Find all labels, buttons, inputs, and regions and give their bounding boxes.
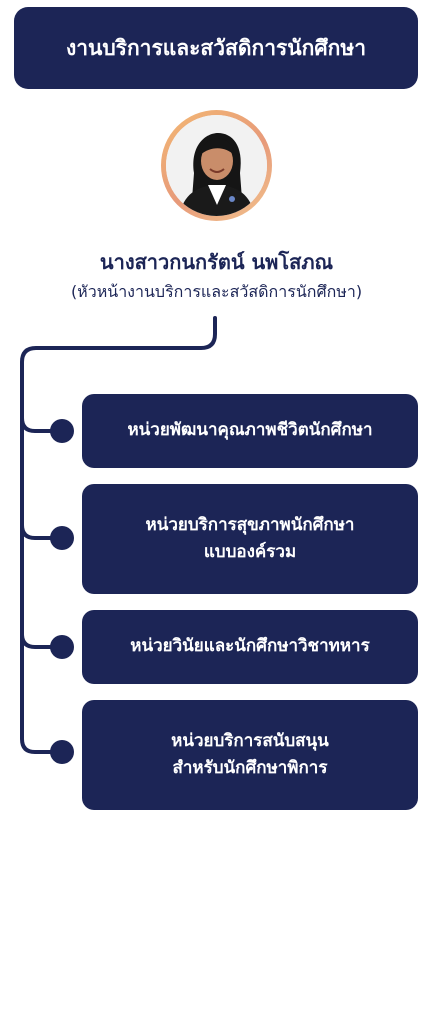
unit-label: หน่วยบริการสนับสนุน bbox=[171, 730, 329, 751]
unit-box-1: หน่วยพัฒนาคุณภาพชีวิตนักศึกษา bbox=[82, 394, 418, 468]
node-dot-1 bbox=[50, 419, 74, 443]
unit-box-3: หน่วยวินัยและนักศึกษาวิชาทหาร bbox=[82, 610, 418, 684]
unit-box-2: หน่วยบริการสุขภาพนักศึกษา แบบองค์รวม bbox=[82, 484, 418, 594]
unit-label-line2: แบบองค์รวม bbox=[203, 542, 297, 562]
unit-label-line2: สำหรับนักศึกษาพิการ bbox=[172, 758, 328, 778]
avatar-photo-icon bbox=[166, 115, 267, 216]
branch-line-3 bbox=[20, 632, 62, 649]
avatar bbox=[166, 115, 267, 216]
node-dot-3 bbox=[50, 635, 74, 659]
unit-label: หน่วยวินัยและนักศึกษาวิชาทหาร bbox=[130, 636, 370, 657]
department-title-box: งานบริการและสวัสดิการนักศึกษา bbox=[14, 7, 418, 89]
unit-label: หน่วยพัฒนาคุณภาพชีวิตนักศึกษา bbox=[127, 420, 373, 441]
avatar-ring bbox=[161, 110, 272, 221]
head-role: (หัวหน้างานบริการและสวัสดิการนักศึกษา) bbox=[70, 282, 363, 301]
head-name: นางสาวกนกรัตน์ นพโสภณ bbox=[99, 250, 334, 274]
node-dot-4 bbox=[50, 740, 74, 764]
department-title: งานบริการและสวัสดิการนักศึกษา bbox=[65, 35, 367, 60]
unit-label: หน่วยบริการสุขภาพนักศึกษา bbox=[145, 514, 355, 535]
branch-line-1 bbox=[20, 416, 62, 433]
branch-line-2 bbox=[20, 523, 62, 540]
unit-box-4: หน่วยบริการสนับสนุน สำหรับนักศึกษาพิการ bbox=[82, 700, 418, 810]
node-dot-2 bbox=[50, 526, 74, 550]
